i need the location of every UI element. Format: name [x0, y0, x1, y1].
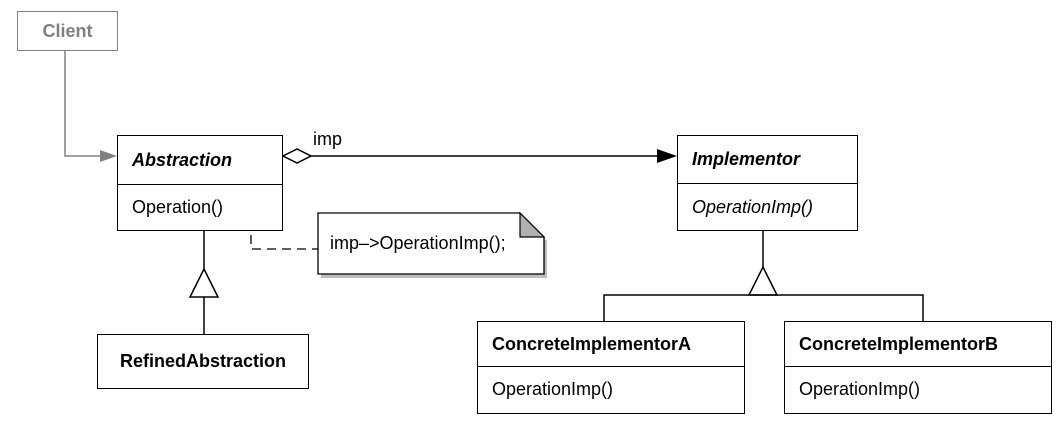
client-abstraction-connector	[64, 50, 100, 157]
concrete-implementor-a-class[interactable]: ConcreteImplementorA OperationImp()	[477, 321, 745, 414]
aggregation-diamond	[281, 148, 313, 164]
concrete-implementor-b-name: ConcreteImplementorB	[799, 333, 999, 354]
concrete-branch-line	[603, 294, 924, 321]
imp-arrowhead	[657, 149, 677, 163]
implementor-operation: OperationImp()	[678, 183, 857, 230]
implementor-name: Implementor	[692, 149, 801, 169]
note-fold	[519, 211, 546, 238]
implementor-class[interactable]: Implementor OperationImp()	[677, 135, 858, 231]
client-label: Client	[42, 20, 93, 41]
refined-abstraction-class[interactable]: RefinedAbstraction	[97, 334, 309, 389]
concrete-implementor-b-operation: OperationImp()	[785, 366, 1051, 412]
note-text: imp–>OperationImp();	[330, 233, 506, 253]
association-label: imp	[313, 129, 343, 149]
abstraction-name: Abstraction	[132, 149, 233, 170]
abstraction-operation: Operation()	[118, 184, 282, 230]
abstraction-class[interactable]: Abstraction Operation()	[117, 135, 283, 231]
client-arrowhead	[100, 150, 117, 162]
concrete-implementor-a-name: ConcreteImplementorA	[492, 333, 692, 354]
abstraction-inheritance-triangle	[188, 267, 220, 298]
refined-abstraction-name: RefinedAbstraction	[119, 350, 287, 371]
note-shape	[317, 212, 545, 275]
concrete-implementor-b-class[interactable]: ConcreteImplementorB OperationImp()	[784, 321, 1052, 414]
concrete-implementor-a-operation: OperationImp()	[478, 366, 744, 412]
implementor-inheritance-triangle	[747, 265, 779, 296]
client-box[interactable]: Client	[17, 11, 118, 51]
